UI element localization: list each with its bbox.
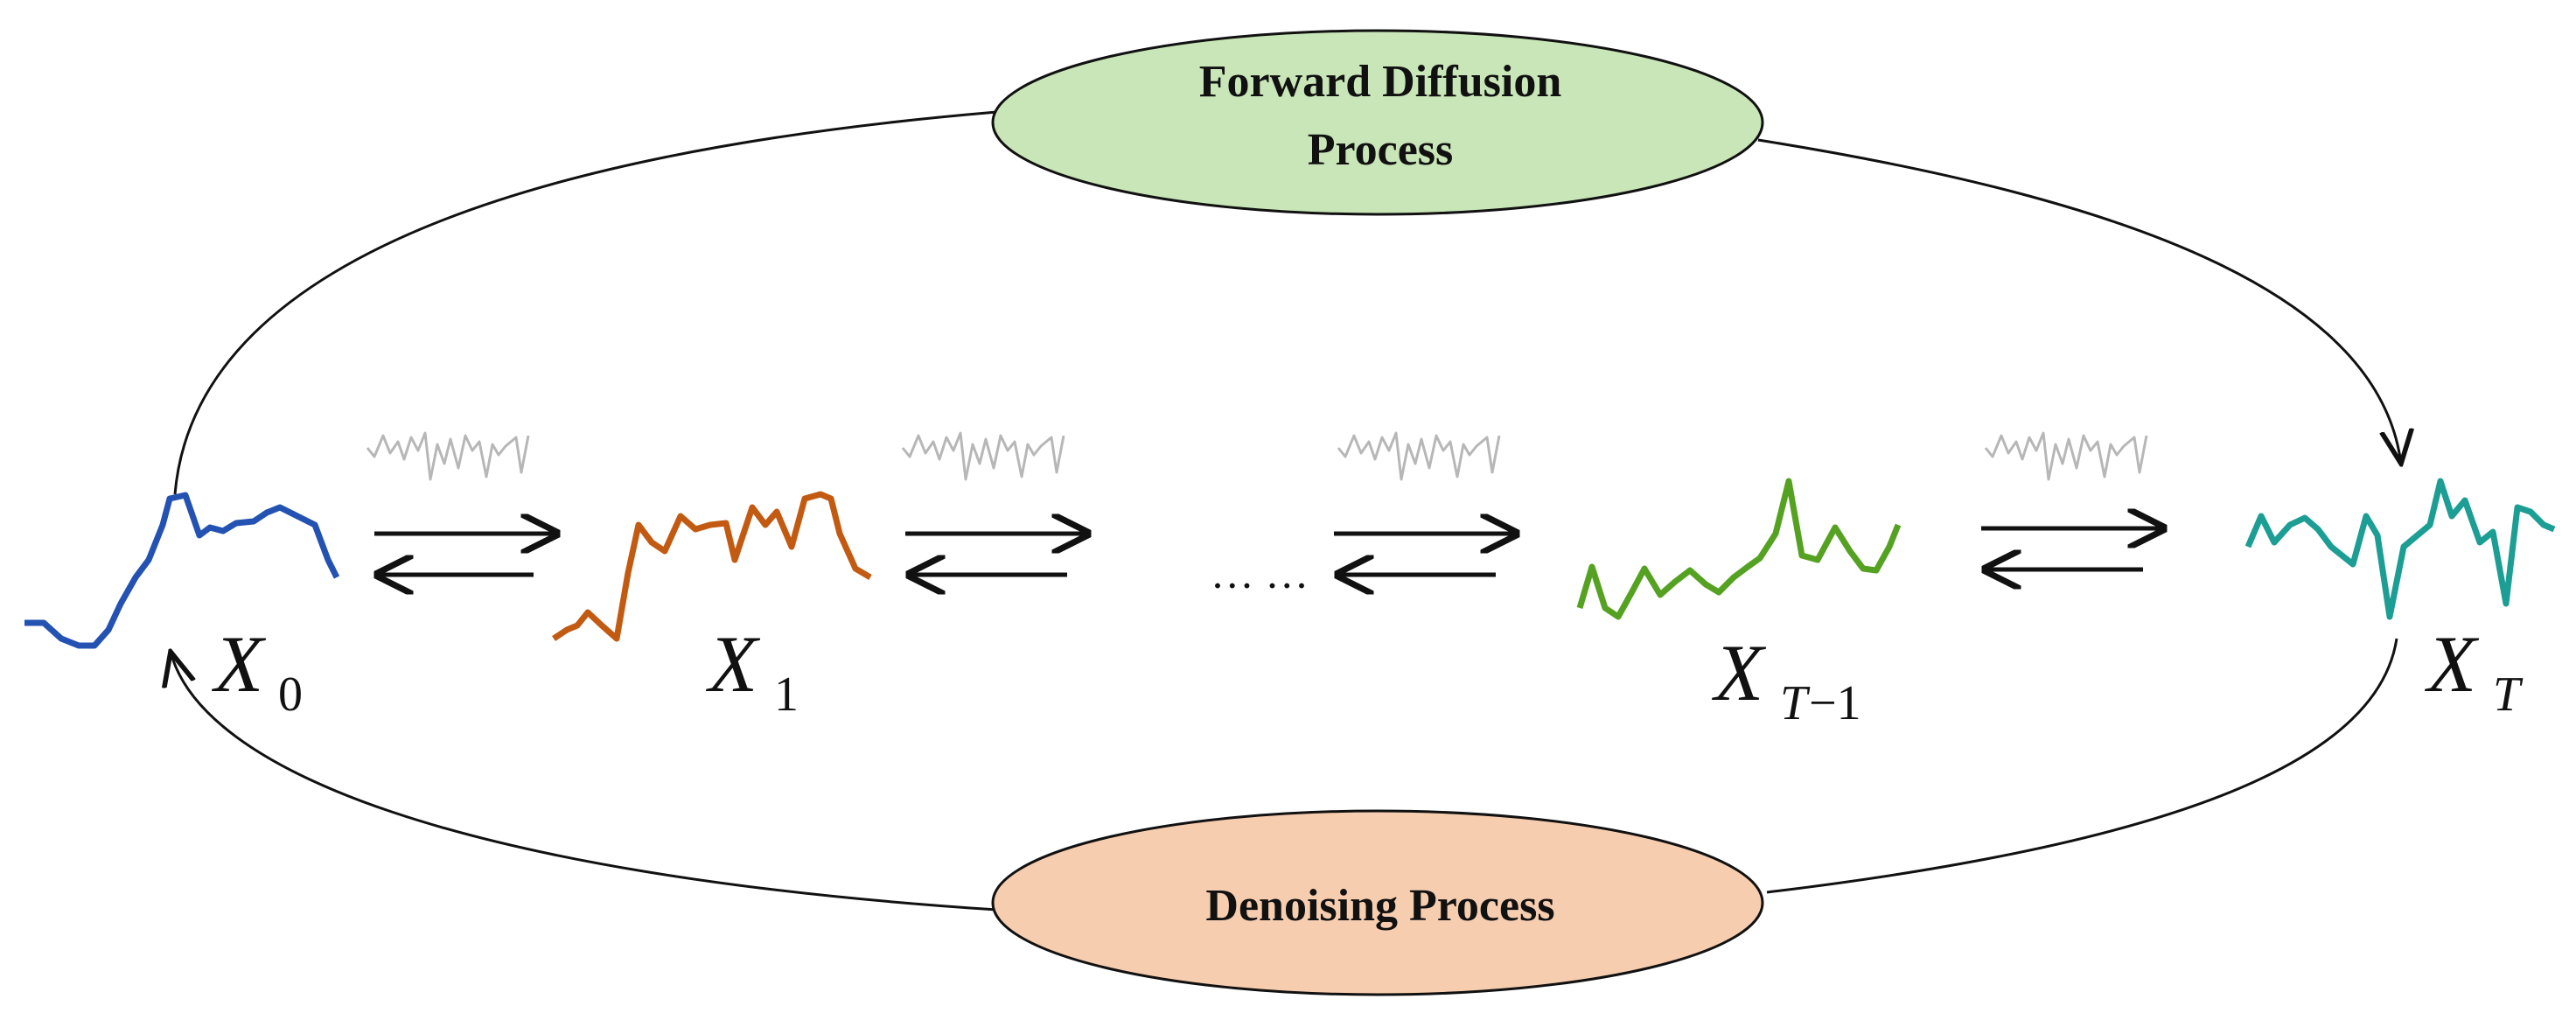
arrow-pair-3 xyxy=(1334,534,1516,575)
svg-text:X: X xyxy=(705,619,761,709)
label-xt-minus-1: X T −1 xyxy=(1711,628,1861,730)
svg-text:−1: −1 xyxy=(1809,676,1861,730)
arrow-pair-1 xyxy=(374,534,556,575)
arrow-pair-2 xyxy=(905,534,1087,575)
series-x1 xyxy=(552,491,872,642)
ellipsis-dots: … … xyxy=(1211,548,1309,597)
noise-sample-3 xyxy=(1337,431,1501,481)
arrow-pair-4 xyxy=(1981,528,2163,569)
svg-text:X: X xyxy=(1711,628,1767,717)
denoise-arc-left xyxy=(171,652,998,912)
denoise-label: Denoising Process xyxy=(1205,881,1554,931)
svg-text:0: 0 xyxy=(278,667,303,722)
series-x0 xyxy=(24,492,340,649)
noise-sample-1 xyxy=(366,431,530,481)
svg-text:T: T xyxy=(2493,667,2524,722)
denoising-ellipse xyxy=(991,809,1764,996)
forward-arc-left xyxy=(173,110,998,495)
forward-arc-right xyxy=(1757,138,2401,464)
svg-text:1: 1 xyxy=(774,667,799,722)
forward-diffusion-ellipse xyxy=(991,29,1764,216)
svg-text:T: T xyxy=(1780,676,1811,730)
noise-sample-2 xyxy=(901,431,1065,481)
series-xt xyxy=(2244,478,2556,620)
noise-sample-4 xyxy=(1984,431,2148,481)
series-xt1 xyxy=(1576,478,1902,620)
forward-label-line1: Forward Diffusion xyxy=(1199,57,1562,107)
label-x1: X 1 xyxy=(705,619,799,722)
forward-label-line2: Process xyxy=(1308,125,1454,175)
label-x0: X 0 xyxy=(211,619,303,722)
svg-text:X: X xyxy=(2424,619,2480,709)
label-xt: X T xyxy=(2424,619,2524,722)
denoise-arc-right xyxy=(1766,638,2398,894)
svg-text:X: X xyxy=(211,619,267,709)
